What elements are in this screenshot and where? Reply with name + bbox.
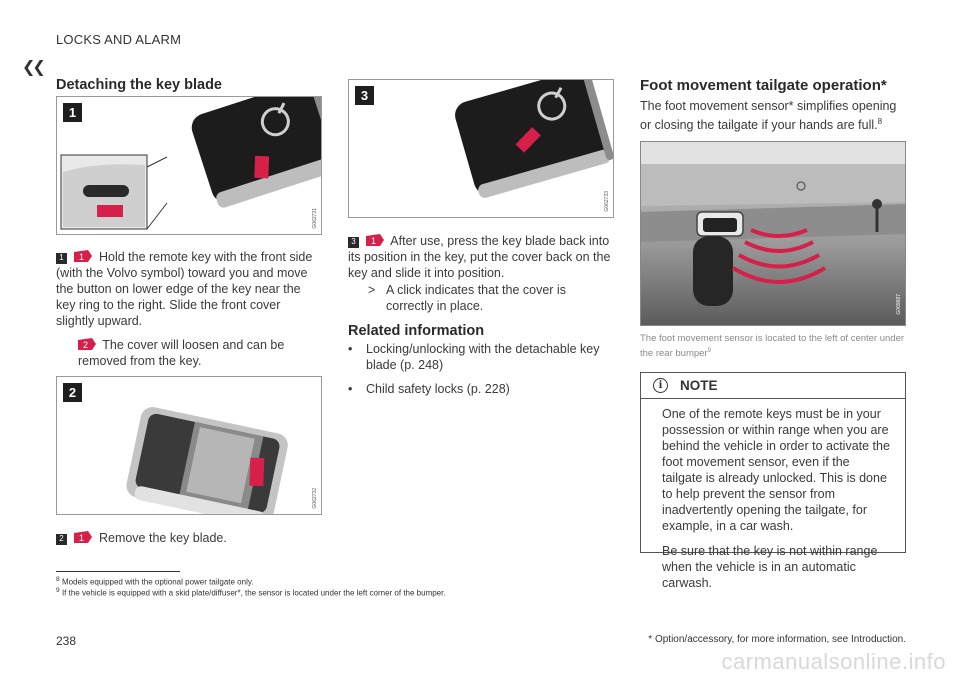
figure-3: 3 G062733 — [348, 79, 614, 218]
note-header: i NOTE — [641, 373, 905, 399]
tailgate-title: Foot movement tailgate operation* — [640, 77, 887, 94]
figure-2: 2 G062732 — [56, 376, 322, 515]
footnote-9: 9 If the vehicle is equipped with a skid… — [56, 587, 446, 598]
related-title: Related information — [348, 323, 485, 339]
figure-number: 1 — [63, 103, 82, 122]
double-chevron-left-icon[interactable]: ❮❮ — [22, 59, 46, 76]
footnote-ref: 8 — [877, 117, 883, 126]
svg-text:1: 1 — [79, 533, 84, 543]
related-link-1[interactable]: Locking/unlocking with the detachable ke… — [366, 342, 600, 372]
step-3-text: After use, press the key blade back into… — [348, 234, 611, 280]
figure-code: G069687 — [896, 294, 902, 315]
bullet: • — [348, 382, 353, 396]
tailgate-intro: The foot movement sensor* simplifies ope… — [640, 99, 897, 133]
note-title: NOTE — [680, 378, 718, 393]
figure-code: G062731 — [312, 208, 318, 229]
step-3: 3 1 After use, press the key blade back … — [348, 233, 614, 281]
note-box: i NOTE One of the remote keys must be in… — [640, 372, 906, 590]
info-icon: i — [653, 378, 668, 393]
step-1-text: Hold the remote key with the front side … — [56, 250, 313, 328]
result-arrow: > — [368, 283, 376, 297]
figure-1: 1 G062731 — [56, 96, 322, 235]
callout-1-icon: 1 — [74, 531, 93, 543]
page-number: 238 — [56, 634, 77, 648]
step-2-text: Remove the key blade. — [98, 531, 227, 545]
figure-code: G062732 — [312, 488, 318, 509]
step-1b: 2 The cover will loosen and can be remov… — [78, 337, 322, 369]
footnote-divider — [56, 571, 180, 572]
step-number: 2 — [56, 533, 67, 545]
note-body: One of the remote keys must be in your p… — [641, 399, 905, 591]
sensor-photo: G069687 — [640, 141, 906, 326]
step-number: 1 — [56, 252, 67, 264]
step-1b-text: The cover will loosen and can be removed… — [78, 338, 285, 368]
svg-text:1: 1 — [371, 236, 376, 246]
rear-bumper-illustration — [641, 142, 905, 325]
key-blade-illustration — [126, 407, 288, 514]
figure-code: G062733 — [604, 191, 610, 212]
svg-text:2: 2 — [83, 340, 88, 350]
callout-1-icon: 1 — [74, 250, 93, 262]
step-1: 1 1 Hold the remote key with the front s… — [56, 249, 322, 329]
related-list: • Locking/unlocking with the detachable … — [348, 341, 614, 397]
photo-caption: The foot movement sensor is located to t… — [640, 333, 905, 360]
note-paragraph-1: One of the remote keys must be in your p… — [662, 407, 890, 533]
watermark: carmanualsonline.info — [721, 649, 946, 674]
result-text: A click indicates that the cover is corr… — [386, 283, 566, 313]
list-item[interactable]: • Child safety locks (p. 228) — [348, 381, 614, 397]
step-3-result: > A click indicates that the cover is co… — [368, 282, 614, 314]
figure-number: 3 — [355, 86, 374, 105]
footnote-8: 8 Models equipped with the optional powe… — [56, 576, 254, 587]
callout-2-icon: 2 — [78, 338, 96, 350]
key-blade-title: Detaching the key blade — [56, 77, 222, 93]
section-title: LOCKS AND ALARM — [56, 32, 182, 47]
bullet: • — [348, 342, 353, 356]
list-item[interactable]: • Locking/unlocking with the detachable … — [348, 341, 614, 373]
step-number: 3 — [348, 236, 359, 248]
svg-text:1: 1 — [79, 252, 84, 262]
step-2: 2 1 Remove the key blade. — [56, 530, 322, 546]
figure-number: 2 — [63, 383, 82, 402]
key-cover-illustration — [60, 97, 321, 230]
note-paragraph-2: Be sure that the key is not within range… — [662, 544, 878, 590]
key-cover-refit-illustration — [455, 80, 613, 198]
callout-1-icon: 1 — [366, 234, 385, 246]
footnote-ref: 9 — [707, 348, 711, 354]
option-note: * Option/accessory, for more information… — [648, 634, 906, 645]
related-link-2[interactable]: Child safety locks (p. 228) — [366, 382, 510, 396]
